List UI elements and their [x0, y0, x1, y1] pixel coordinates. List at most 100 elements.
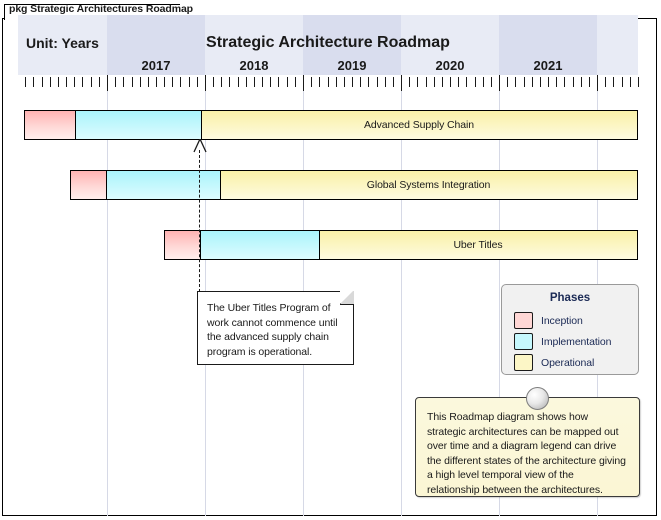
roadmap-title: Strategic Architecture Roadmap — [206, 34, 450, 51]
tick-minor — [613, 77, 614, 87]
dependency-arrowhead — [193, 139, 207, 153]
tick-major — [401, 75, 402, 91]
legend-title: Phases — [549, 292, 591, 304]
legend-item-implementation[interactable]: Implementation — [514, 332, 611, 351]
timeline-header: Unit: Years Strategic Architecture Roadm… — [18, 15, 639, 93]
tick-minor — [475, 77, 476, 87]
note-fold-corner-icon — [340, 290, 354, 305]
unit-label: Unit: Years — [26, 35, 99, 51]
bar-segment-inception[interactable] — [71, 171, 106, 199]
roadmap-bar[interactable]: Global Systems Integration — [70, 170, 638, 200]
tick-minor — [58, 77, 59, 87]
tick-minor — [197, 77, 198, 87]
year-band-2020 — [401, 15, 499, 75]
tick-minor — [377, 77, 378, 87]
bar-segment-inception[interactable] — [25, 111, 75, 139]
gridline-2021 — [499, 19, 500, 516]
bar-segment-implementation[interactable] — [200, 231, 319, 259]
tick-minor — [74, 77, 75, 87]
tick-minor — [638, 77, 639, 87]
tick-major — [597, 75, 598, 91]
tick-minor — [524, 77, 525, 87]
year-label-2018: 2018 — [239, 58, 269, 73]
year-band-2017 — [107, 15, 205, 75]
legend-label: Implementation — [541, 335, 612, 348]
tick-minor — [336, 77, 337, 87]
tick-minor — [573, 77, 574, 87]
tick-minor — [417, 77, 418, 87]
tick-minor — [132, 77, 133, 87]
year-band-2019 — [303, 15, 401, 75]
tick-minor — [42, 77, 43, 87]
year-band-lead — [18, 15, 107, 75]
tick-minor — [385, 77, 386, 87]
year-band-tail — [597, 15, 638, 75]
tick-minor — [172, 77, 173, 87]
tick-minor — [213, 77, 214, 87]
bar-label: Global Systems Integration — [366, 179, 491, 191]
tick-minor — [229, 77, 230, 87]
roadmap-bar[interactable]: Advanced Supply Chain — [24, 110, 638, 140]
tick-marks — [18, 75, 639, 93]
bar-segment-operational[interactable] — [201, 111, 637, 139]
tick-minor — [33, 77, 34, 87]
tick-minor — [548, 77, 549, 87]
gridline-2017 — [107, 19, 108, 516]
tick-minor — [532, 77, 533, 87]
tick-minor — [295, 77, 296, 87]
tick-minor — [25, 77, 26, 87]
tick-minor — [311, 77, 312, 87]
tick-minor — [344, 77, 345, 87]
bar-segment-implementation[interactable] — [75, 111, 201, 139]
legend-item-operational[interactable]: Operational — [514, 353, 594, 372]
dependency-note-text: The Uber Titles Program of work cannot c… — [207, 302, 338, 358]
tick-minor — [515, 77, 516, 87]
tick-minor — [622, 77, 623, 87]
tick-minor — [605, 77, 606, 87]
tick-minor — [180, 77, 181, 87]
bar-segment-operational[interactable] — [319, 231, 637, 259]
year-label-2019: 2019 — [337, 58, 367, 73]
tick-minor — [540, 77, 541, 87]
gridline-2020 — [401, 19, 402, 516]
tick-minor — [352, 77, 353, 87]
tick-minor — [368, 77, 369, 87]
tick-minor — [140, 77, 141, 87]
tick-minor — [442, 77, 443, 87]
tick-minor — [466, 77, 467, 87]
legend-item-inception[interactable]: Inception — [514, 311, 583, 330]
tick-minor — [221, 77, 222, 87]
note-pin-icon — [526, 387, 549, 410]
legend-label: Operational — [541, 356, 595, 369]
tick-minor — [164, 77, 165, 87]
tick-minor — [270, 77, 271, 87]
gridline-2018 — [205, 19, 206, 516]
tick-minor — [393, 77, 394, 87]
legend-swatch-operational — [514, 354, 533, 371]
tick-minor — [328, 77, 329, 87]
tick-minor — [450, 77, 451, 87]
roadmap-bar[interactable]: Uber Titles — [164, 230, 638, 260]
dependency-line[interactable] — [199, 150, 200, 292]
year-band-2018 — [205, 15, 303, 75]
year-label-2020: 2020 — [435, 58, 465, 73]
gridline-2019 — [303, 19, 304, 516]
tick-minor — [556, 77, 557, 87]
info-note-text: This Roadmap diagram shows how strategic… — [427, 411, 626, 496]
dependency-note[interactable]: The Uber Titles Program of work cannot c… — [197, 290, 354, 365]
tick-minor — [82, 77, 83, 87]
tick-minor — [630, 77, 631, 87]
tick-minor — [148, 77, 149, 87]
bar-segment-inception[interactable] — [165, 231, 200, 259]
tick-minor — [189, 77, 190, 87]
tick-minor — [91, 77, 92, 87]
bar-segment-implementation[interactable] — [106, 171, 220, 199]
info-note[interactable]: This Roadmap diagram shows how strategic… — [415, 387, 640, 497]
tick-minor — [50, 77, 51, 87]
tick-minor — [491, 77, 492, 87]
tick-minor — [507, 77, 508, 87]
tick-minor — [589, 77, 590, 87]
gridline-end — [597, 19, 598, 516]
bar-segment-operational[interactable] — [220, 171, 637, 199]
